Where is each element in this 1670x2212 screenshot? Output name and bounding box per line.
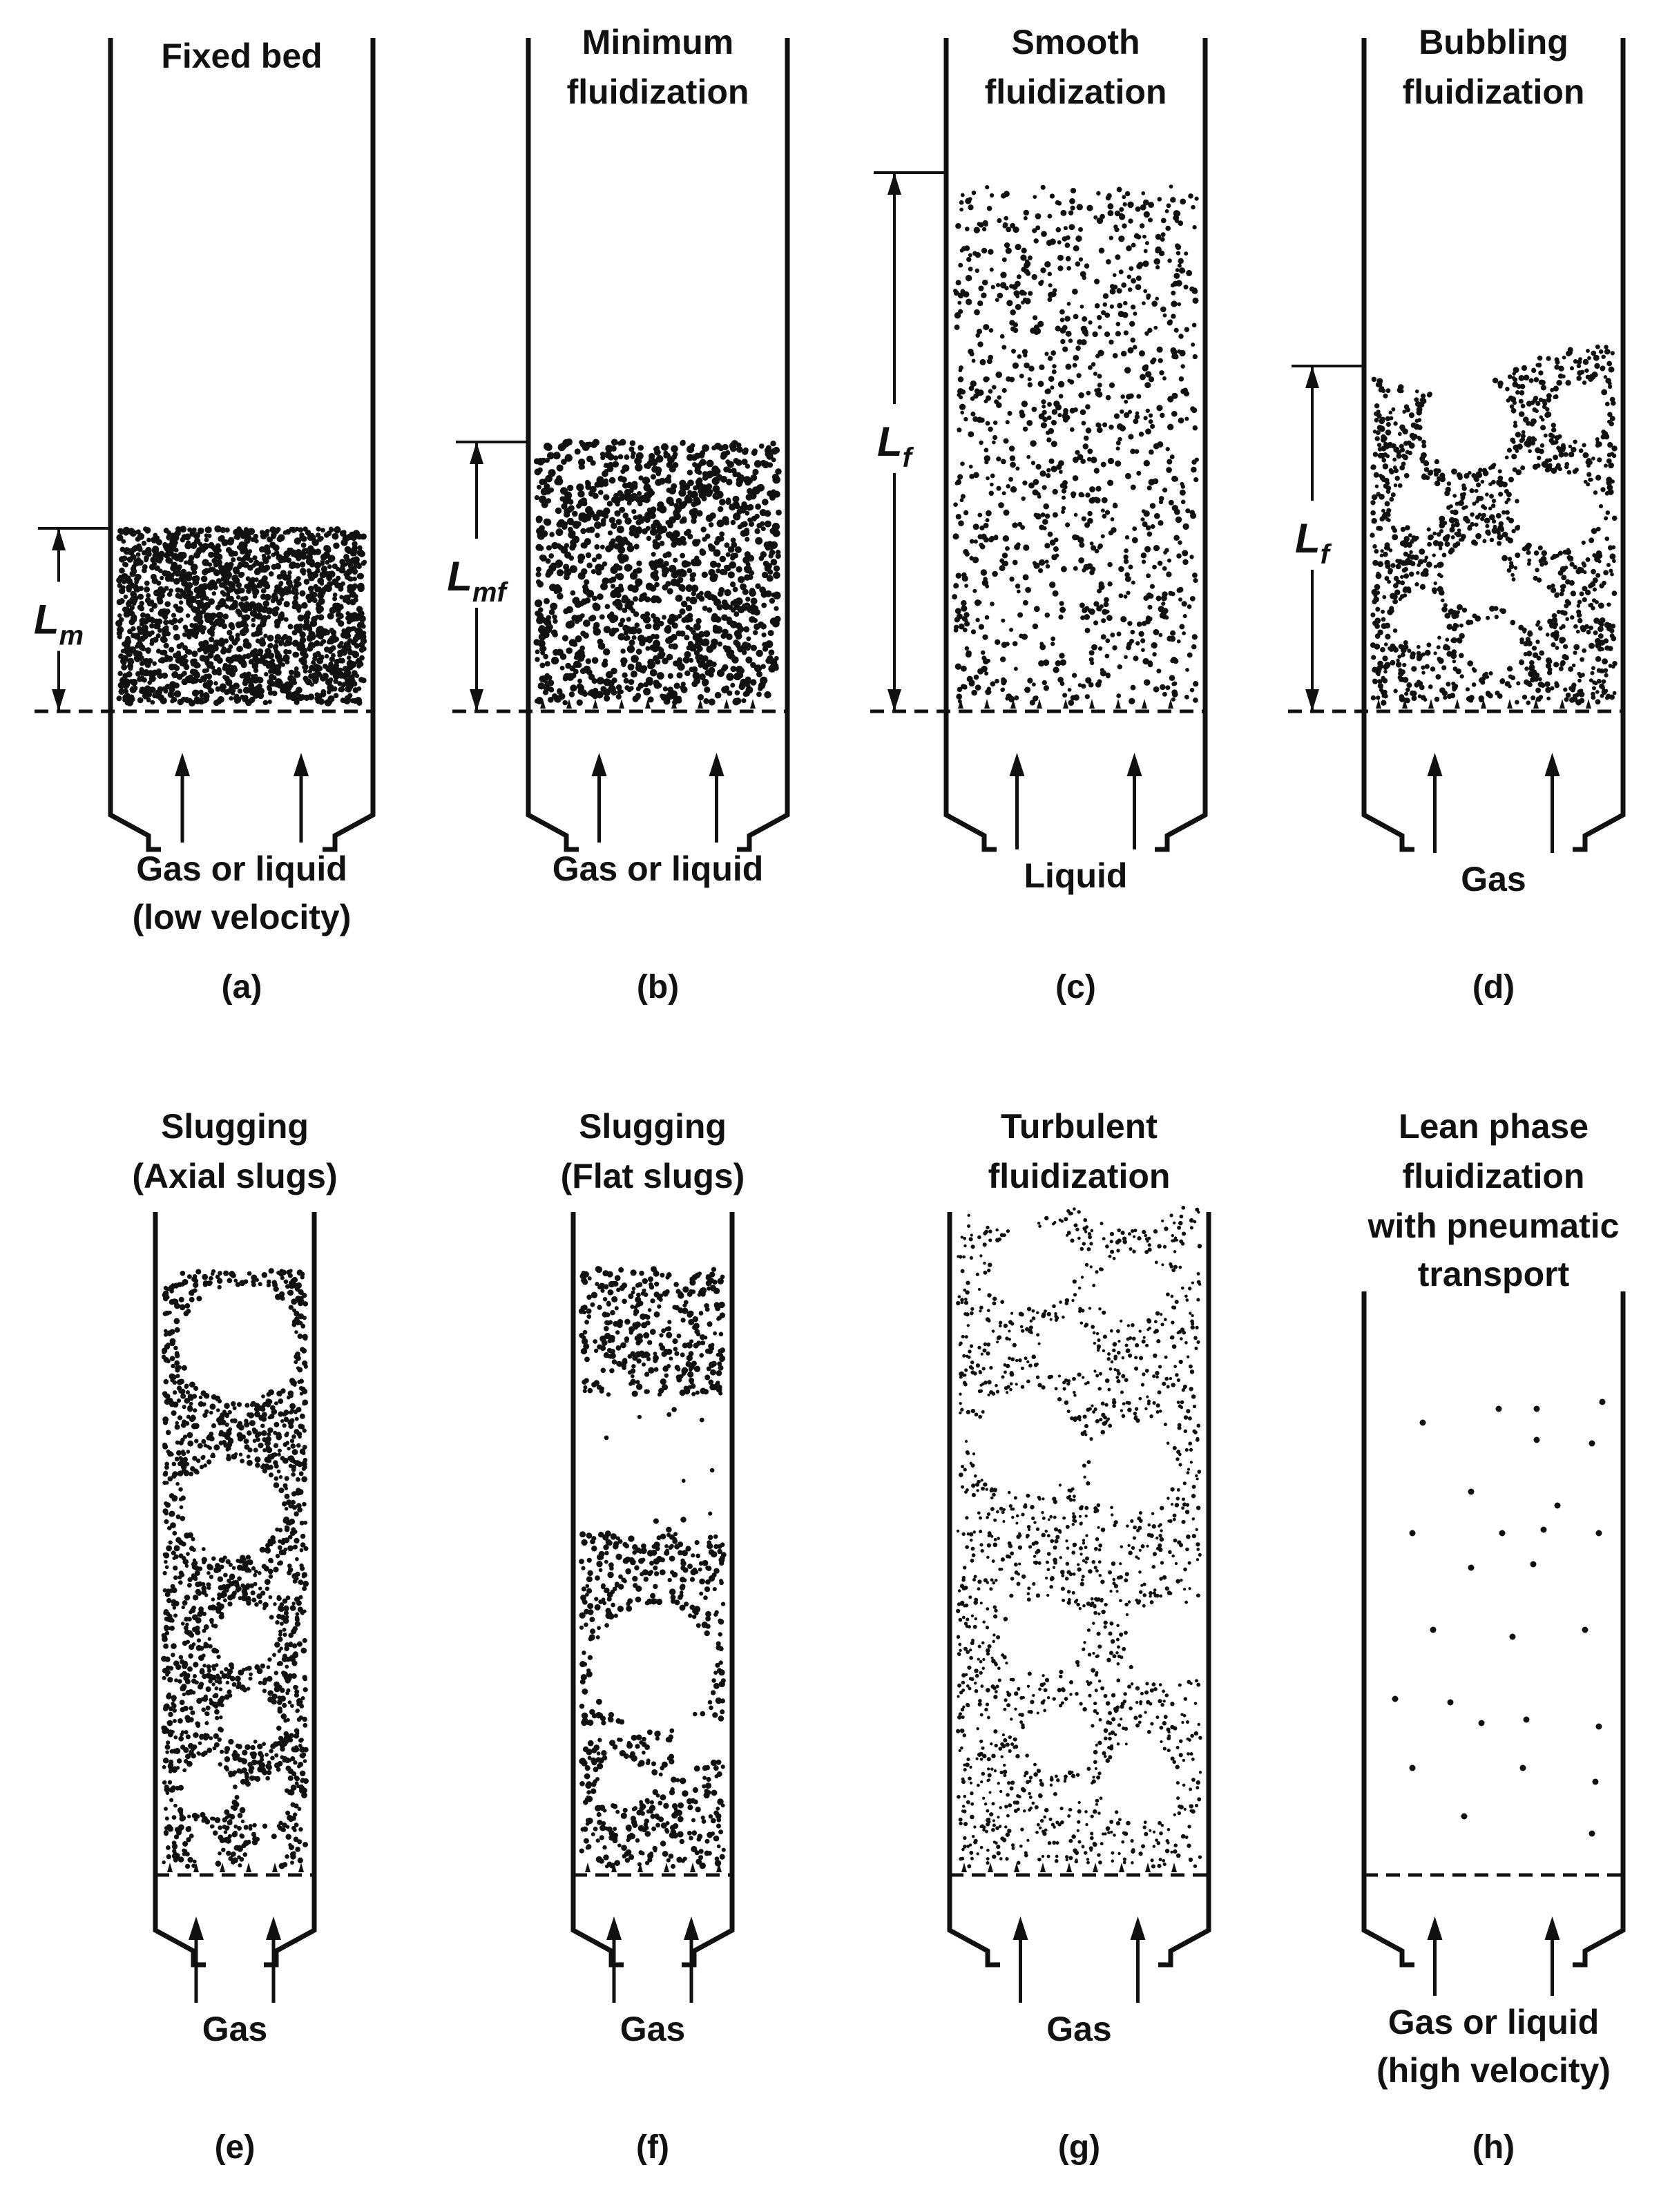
flow-arrows [606, 1916, 699, 2003]
panel-slugging-flat: Slugging (Flat slugs) Gas (f) [561, 1107, 745, 2166]
column-vessel [153, 1212, 317, 1968]
panel-title: fluidization [1403, 73, 1585, 111]
panel-title: Lean phase [1399, 1107, 1589, 1146]
particles [533, 438, 782, 709]
dimension-label: Lmf [447, 553, 508, 608]
panel-letter: (h) [1472, 2129, 1515, 2166]
flow-arrows [1427, 753, 1560, 853]
column-vessel [1361, 38, 1626, 852]
panel-letter: (c) [1055, 969, 1096, 1006]
column-vessel [943, 38, 1208, 852]
flow-caption: Gas or liquid [553, 849, 764, 888]
column-vessel [108, 38, 376, 852]
bed-height-dimension: Lm [21, 527, 111, 711]
flow-arrows [1009, 753, 1142, 849]
panel-title: fluidization [1403, 1157, 1585, 1195]
panel-title: fluidization [988, 1157, 1171, 1195]
flow-caption: Gas or liquid [1388, 2003, 1600, 2041]
flow-arrows [189, 1916, 281, 2003]
particles [161, 1268, 309, 1872]
flow-arrows [1012, 1916, 1146, 2003]
flow-caption: Gas or liquid [136, 849, 347, 888]
particles [1370, 344, 1618, 709]
panel-letter: (d) [1472, 969, 1515, 1006]
dimension-label: Lm [34, 597, 84, 651]
flow-arrows [591, 753, 724, 843]
particles [956, 1206, 1202, 1872]
panel-letter: (a) [222, 969, 262, 1006]
particles [115, 525, 367, 707]
panel-title: Fixed bed [161, 37, 322, 75]
flow-caption: Gas [1461, 860, 1526, 898]
panel-title: Turbulent [1001, 1107, 1158, 1146]
flow-caption: Gas [620, 2010, 686, 2048]
panel-letter: (b) [637, 969, 679, 1006]
flow-caption: Gas [202, 2010, 268, 2048]
particles [1392, 1398, 1606, 1837]
panel-title: Smooth [1011, 23, 1140, 61]
panel-letter: (g) [1058, 2129, 1100, 2166]
flow-arrows [1427, 1916, 1560, 1996]
panel-title: Slugging [579, 1107, 727, 1146]
flow-caption: Liquid [1024, 856, 1128, 895]
particles [952, 184, 1199, 709]
column-vessel [1361, 1291, 1626, 1968]
flow-caption: Gas [1046, 2010, 1112, 2048]
panel-title: with pneumatic [1367, 1206, 1620, 1245]
flow-caption: (low velocity) [133, 898, 352, 936]
bed-height-dimension: Lmf [439, 441, 528, 711]
panel-title: fluidization [985, 73, 1167, 111]
particles [578, 1266, 727, 1872]
bed-height-dimension: Lf [1274, 365, 1364, 711]
panel-title: Slugging [161, 1107, 309, 1146]
panel-title: fluidization [567, 73, 749, 111]
dimension-label: Lf [1295, 515, 1332, 570]
panel-title: Minimum [582, 23, 733, 61]
panel-slugging-axial: Slugging (Axial slugs) Gas (e) [132, 1107, 337, 2166]
column-vessel [526, 38, 790, 852]
flow-arrows [175, 753, 309, 843]
panel-title: Bubbling [1419, 23, 1568, 61]
dimension-label: Lf [877, 419, 914, 473]
panel-title: (Axial slugs) [132, 1157, 337, 1195]
flow-caption: (high velocity) [1376, 2051, 1611, 2090]
bed-height-dimension: Lf [856, 171, 946, 711]
panel-letter: (e) [215, 2129, 256, 2166]
panel-lean-phase: Lean phase fluidization with pneumatic tran… [1361, 1107, 1626, 2166]
panel-letter: (f) [636, 2129, 669, 2166]
panel-title: transport [1418, 1255, 1570, 1293]
panel-title: (Flat slugs) [561, 1157, 745, 1195]
column-vessel [947, 1212, 1211, 1968]
